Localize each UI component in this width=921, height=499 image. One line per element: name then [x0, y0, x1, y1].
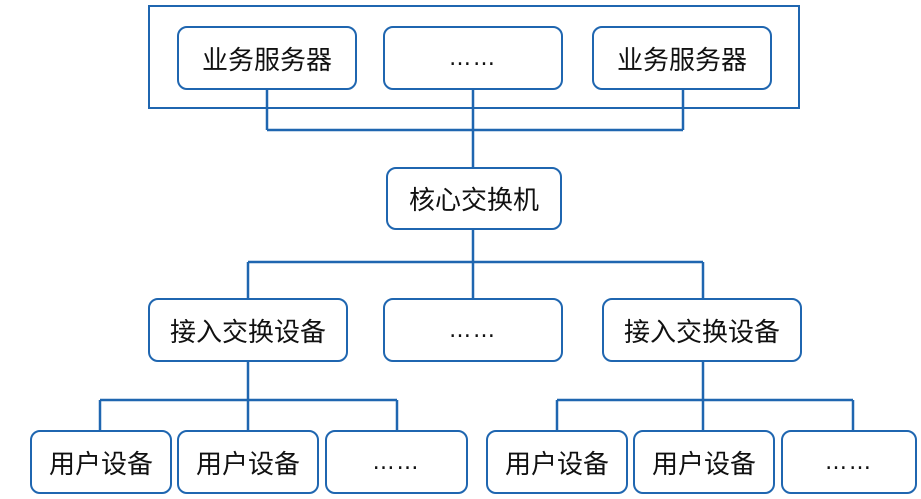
- user-device-right-ellipsis: ……: [781, 430, 917, 494]
- user-device-right-1: 用户设备: [486, 430, 628, 494]
- business-server-right: 业务服务器: [592, 26, 772, 90]
- server-group-frame: [148, 5, 800, 109]
- user-device-right-2: 用户设备: [633, 430, 775, 494]
- user-device-left-1-label: 用户设备: [48, 449, 153, 480]
- server-ellipsis: ……: [383, 26, 563, 90]
- user-device-left-2-label: 用户设备: [195, 449, 300, 480]
- user-device-right-1-label: 用户设备: [504, 449, 609, 480]
- access-switch-right: 接入交换设备: [602, 298, 802, 362]
- user-device-left-ellipsis: ……: [325, 430, 468, 494]
- business-server-left-label: 业务服务器: [201, 45, 332, 76]
- user-device-right-2-label: 用户设备: [651, 449, 756, 480]
- business-server-left: 业务服务器: [177, 26, 357, 90]
- core-switch-label: 核心交换机: [408, 186, 539, 216]
- user-device-left-ellipsis-label: ……: [372, 449, 421, 475]
- access-switch-left-label: 接入交换设备: [169, 317, 326, 348]
- access-ellipsis: ……: [383, 298, 563, 362]
- user-device-right-ellipsis-label: ……: [825, 449, 873, 475]
- user-device-left-1: 用户设备: [30, 430, 172, 494]
- business-server-right-label: 业务服务器: [616, 45, 747, 76]
- access-switch-right-label: 接入交换设备: [623, 317, 780, 348]
- server-ellipsis-label: ……: [449, 45, 497, 71]
- user-device-left-2: 用户设备: [177, 430, 319, 494]
- core-switch: 核心交换机: [386, 167, 562, 230]
- access-switch-left: 接入交换设备: [148, 298, 348, 362]
- access-ellipsis-label: ……: [449, 317, 497, 343]
